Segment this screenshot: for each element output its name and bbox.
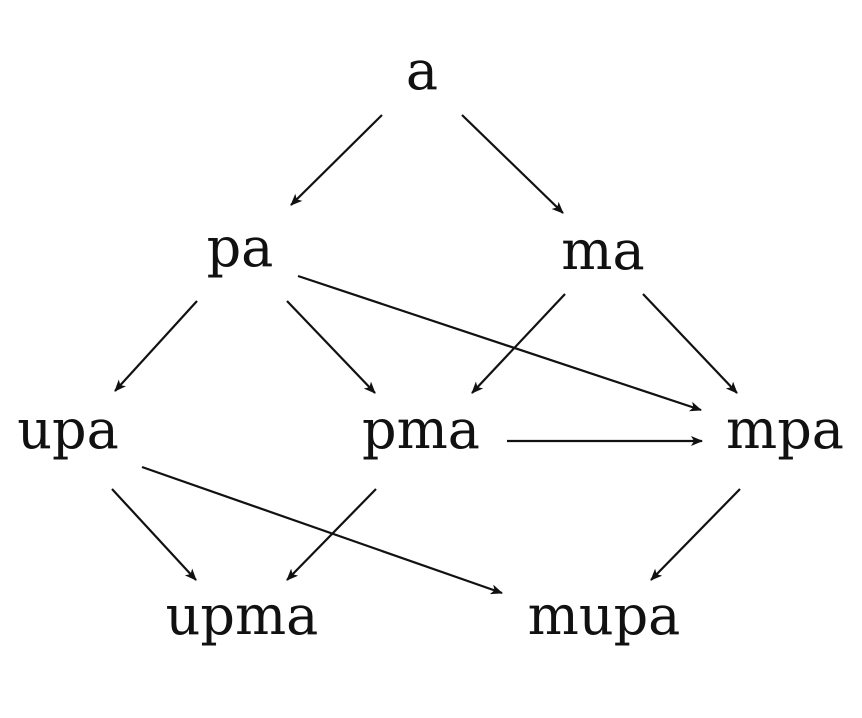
edge-pma-upma [286, 488, 377, 581]
node-pma: pma [362, 398, 480, 461]
edge-a-pa [290, 114, 383, 206]
edge-ma-pma [471, 293, 566, 394]
node-pa: pa [207, 216, 274, 279]
edge-mpa-mupa [650, 488, 741, 581]
edge-ma-mpa [642, 293, 738, 394]
node-mpa: mpa [726, 398, 844, 461]
edge-pa-mpa [297, 274, 702, 412]
edge-a-ma [461, 114, 564, 214]
node-mupa: mupa [528, 584, 681, 647]
node-ma: ma [561, 219, 644, 282]
edge-pa-pma [286, 300, 376, 394]
nodes-group: a pa ma upa pma mpa upma mupa [17, 39, 844, 647]
node-upa: upa [17, 398, 119, 461]
edges-group [111, 114, 741, 595]
node-a: a [406, 39, 438, 102]
node-upma: upma [166, 584, 319, 647]
edge-upa-upma [111, 488, 197, 581]
edge-pa-upa [114, 300, 198, 392]
edge-upa-mupa [141, 465, 503, 595]
